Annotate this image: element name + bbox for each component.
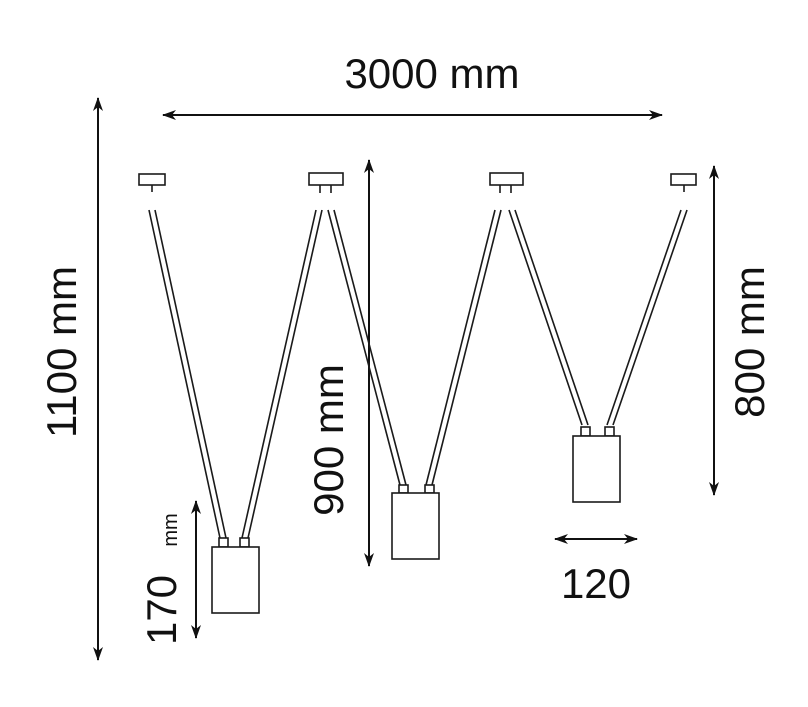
right-drop-dimension-label: 800 mm <box>726 266 773 418</box>
shade-height-value-label: 170 <box>138 575 185 645</box>
height-dimension-label: 1100 mm <box>38 266 85 438</box>
shade-width-label: 120 <box>561 560 631 607</box>
ceiling-canopy-1 <box>138 173 166 192</box>
pendant-shade-2 <box>391 484 440 560</box>
suspension-cables <box>148 209 688 539</box>
pendant-shade-1 <box>211 537 260 614</box>
ceiling-canopy-4 <box>670 173 697 192</box>
shade-height-unit-label: mm <box>160 513 182 546</box>
middle-drop-dimension-label: 900 mm <box>305 364 352 516</box>
pendant-shade-3 <box>572 426 621 503</box>
ceiling-canopy-3 <box>489 172 524 193</box>
ceiling-canopy-2 <box>308 172 344 193</box>
width-dimension-label: 3000 mm <box>344 50 519 97</box>
